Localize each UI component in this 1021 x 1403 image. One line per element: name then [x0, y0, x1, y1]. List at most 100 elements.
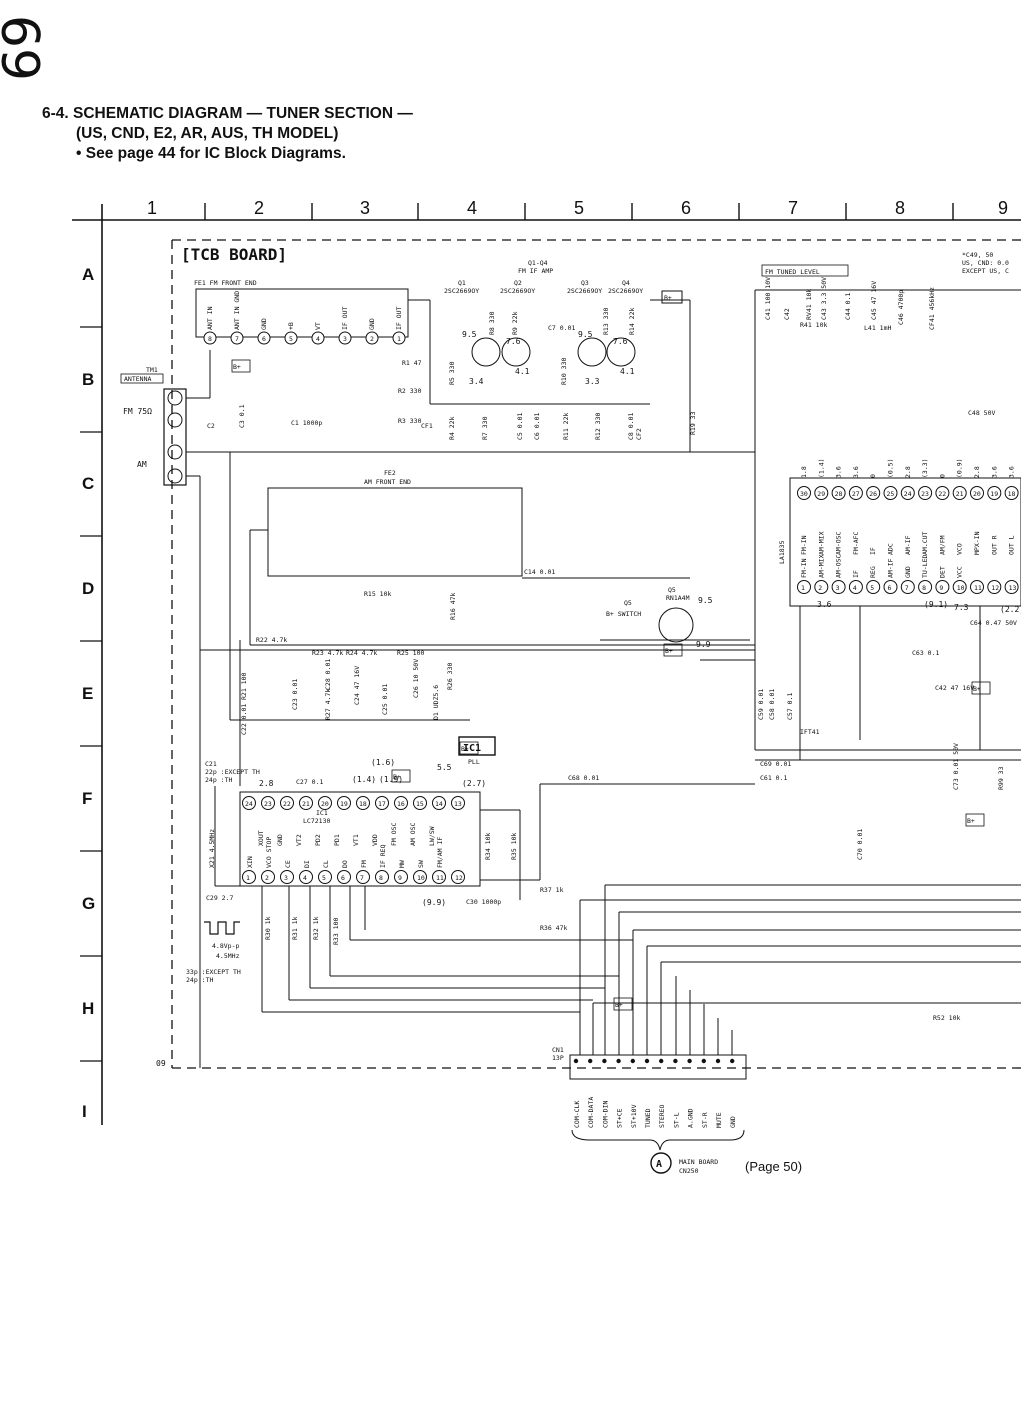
ic2-pin — [970, 486, 984, 500]
column-label-3: 3 — [360, 198, 370, 218]
ic1-pin — [337, 796, 351, 810]
ic2-pin — [814, 580, 829, 594]
ic2-top-pin-label: IF — [869, 547, 877, 555]
voltage-reading: 9.5 — [462, 330, 477, 339]
row-label-G: G — [82, 894, 95, 913]
ic2-pin — [987, 486, 1002, 500]
ic2-pin-voltage: 0 — [869, 474, 877, 478]
component-label-c70: C70 0.01 — [856, 829, 864, 860]
component-label-r7: R7 330 — [481, 416, 489, 440]
ic2-pin-voltage: 2.8 — [904, 466, 912, 478]
ic2-pin-voltage: 3.6 — [835, 466, 843, 478]
fe1-pin-number: 5 — [289, 335, 293, 343]
component-label-c43: C43 3.3 50V — [820, 277, 828, 320]
fe1-pin-number: 3 — [343, 335, 347, 343]
ic2-bottom-pin-label: FM-IN — [800, 558, 808, 578]
component-label-r23: R23 4.7k — [312, 649, 343, 657]
ic1-pin-number: 18 — [359, 800, 367, 808]
fe1-pin-label: VT — [314, 322, 322, 330]
voltage-reading: 5.5 — [437, 763, 452, 772]
ic1-pin-number: 16 — [397, 800, 405, 808]
component-label-c25: C25 0.01 — [381, 684, 389, 715]
fe1-pin-number: 7 — [235, 335, 239, 343]
voltage-reading: 3.3 — [585, 377, 600, 386]
component-label-c44: C44 0.1 — [844, 293, 852, 320]
component-label-c23: C23 0.01 — [291, 679, 299, 710]
voltage-reading: 3.4 — [469, 377, 484, 386]
component-label-c8: C8 0.01 — [627, 413, 635, 440]
ic1-pin — [299, 796, 313, 810]
component-label-r27: R27 4.7k — [324, 689, 332, 720]
ic2-bottom-pin-label: AM-IF — [887, 558, 895, 578]
component-label-r31: R31 1k — [291, 916, 299, 940]
ic2-top-pin-label: AM-MIX — [817, 531, 825, 555]
component-label-r3: R3 330 — [398, 417, 422, 425]
ic2-top-pin-label: AM-IF — [904, 535, 912, 555]
ic1-pin — [261, 796, 275, 810]
transistor-ref: Q1 — [458, 279, 466, 287]
component-label-r21: R21 100 — [240, 673, 248, 700]
ic1-pin — [280, 870, 294, 884]
ic2-pin-number: 8 — [922, 584, 926, 592]
ic1-pin — [261, 870, 275, 884]
ic1-top-pin-label: VT2 — [295, 834, 303, 846]
fm-antenna-label: FM 75Ω — [123, 407, 152, 416]
transistor-part: 2SC2669OY — [444, 287, 479, 295]
ic1-pin-number: 23 — [264, 800, 272, 808]
ic2-pin-voltage: (3.3) — [921, 458, 929, 478]
ic1-top-pin-label: PD2 — [314, 834, 322, 846]
ic1-pin-number: 2 — [265, 874, 269, 882]
ic2-pin-voltage: 0 — [938, 474, 946, 478]
b-plus-tag: B+ — [233, 363, 241, 371]
component-label-r1: R1 47 — [402, 359, 422, 367]
cn1-signal-label: COM-DATA — [587, 1097, 595, 1128]
ic1-pin-number: 19 — [340, 800, 348, 808]
ic2-pin — [900, 580, 915, 594]
ic1-bottom-pin-label: MW — [398, 860, 406, 868]
ic1-pin-number: 11 — [436, 874, 444, 882]
b-plus-tag: B+ — [393, 773, 401, 781]
fe1-pin — [338, 331, 352, 345]
cn1-pin — [715, 1058, 721, 1064]
q5-label: Q5 — [624, 599, 632, 607]
ic1-pin — [394, 870, 408, 884]
column-label-9: 9 — [998, 198, 1008, 218]
ic1-bottom-pin-label: FM/AM IF — [436, 837, 444, 868]
cn1-pins: 13P — [552, 1054, 564, 1062]
ic2-pin-number: 22 — [938, 490, 946, 498]
voltage-reading: 9.5 — [578, 330, 593, 339]
ic2-pin-number: 19 — [990, 490, 998, 498]
ic2-pin-number: 9 — [939, 584, 943, 592]
column-label-7: 7 — [788, 198, 798, 218]
ic1-bottom-pin-label: DO — [341, 860, 349, 868]
voltage-reading: (9.1) — [924, 600, 948, 609]
ic2-bottom-pin-label: TU-LED — [921, 554, 929, 578]
ic2-pin-voltage: 1.8 — [800, 466, 808, 478]
ic1-pin-number: 12 — [455, 874, 463, 882]
fe1-pin-number: 8 — [208, 335, 212, 343]
cn1-pin — [588, 1058, 593, 1064]
ic2-pin-number: 20 — [973, 490, 981, 498]
waveform-amplitude: 4.8Vp-p — [212, 942, 239, 950]
component-label-c29: C29 2.7 — [206, 894, 233, 902]
cn1-pin — [644, 1058, 650, 1064]
connector-letter: A — [656, 1159, 662, 1170]
component-label-cf1: CF1 — [421, 422, 433, 430]
voltage-reading: 4.1 — [515, 367, 530, 376]
voltage-reading: (1.4) — [352, 775, 376, 784]
ic1-pin-number: 20 — [321, 800, 329, 808]
voltage-reading: 7.3 — [954, 603, 969, 612]
ic1-pin — [394, 796, 408, 810]
cn1-signal-label: GND — [729, 1116, 737, 1128]
ic1-pin — [280, 796, 294, 810]
ic1-bottom-pin-label: FM — [360, 860, 368, 868]
fe1-title: FE1 FM FRONT END — [194, 279, 257, 287]
ic1-sub: PLL — [468, 758, 480, 766]
ic2-pin-number: 30 — [800, 490, 808, 498]
q5-b-plus-switch: Q5 RN1A4M Q5 B+ SWITCH — [606, 586, 694, 643]
component-label-c61: C61 0.1 — [760, 774, 787, 782]
ic2-pin — [987, 580, 1002, 594]
